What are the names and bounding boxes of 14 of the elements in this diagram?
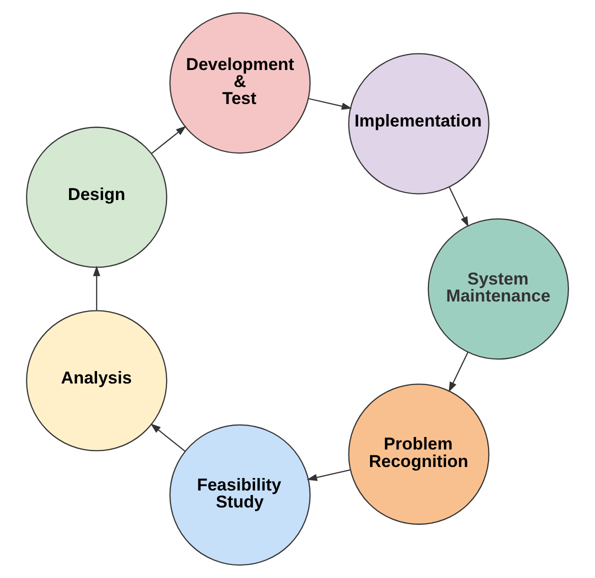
node-circle: Development & Test xyxy=(169,12,311,154)
node-circle: Design xyxy=(26,126,168,268)
node-circle: Analysis xyxy=(26,310,168,452)
arrow xyxy=(448,186,469,228)
node-circle: Feasibility Study xyxy=(169,424,311,566)
arrow xyxy=(448,352,468,392)
arrow xyxy=(308,98,352,110)
arrow xyxy=(151,126,186,154)
arrow xyxy=(93,266,100,310)
node-circle: System Maintenance xyxy=(428,218,569,360)
arrow xyxy=(306,469,350,482)
node-circle: Implementation xyxy=(348,53,490,194)
node-circle: Problem Recognition xyxy=(348,384,490,525)
arrow xyxy=(150,424,186,452)
